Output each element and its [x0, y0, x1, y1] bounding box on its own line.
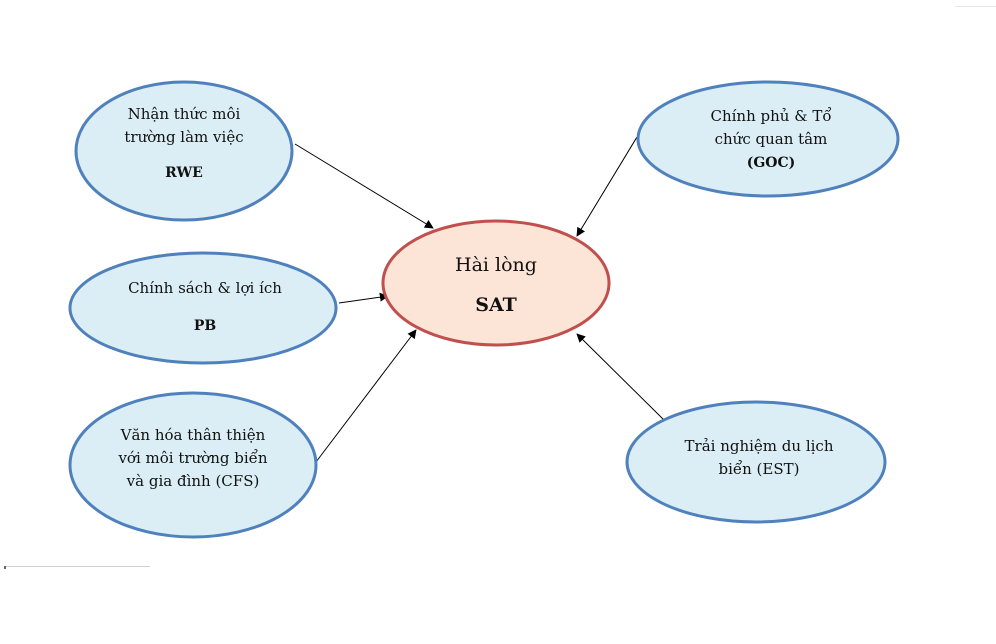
node-cfs-label-line: với môi trường biển [117, 449, 267, 467]
footnote-marker [4, 566, 6, 569]
arrow-goc-to-center [576, 136, 638, 237]
node-goc: Chính phủ & Tổ chức quan tâm (GOC) [636, 80, 900, 198]
arrow-cfs-to-center [315, 329, 417, 463]
node-cfs: Văn hóa thân thiện với môi trường biển và … [68, 391, 318, 539]
node-goc-label-line: chức quan tâm [715, 130, 828, 148]
node-center-label: Hài lòng [455, 254, 537, 276]
node-cfs-label-line: Văn hóa thân thiện [120, 426, 266, 444]
arrow-rwe-to-center [294, 143, 434, 229]
node-pb-code: PB [194, 318, 217, 334]
node-goc-code: (GOC) [747, 155, 796, 171]
footnote-separator [6, 566, 150, 567]
node-cfs-label-line: và gia đình (CFS) [126, 472, 260, 490]
node-est-label-line: Trải nghiệm du lịch [685, 437, 834, 455]
edges-layer [294, 136, 665, 463]
arrow-pb-to-center [338, 292, 389, 304]
arrow-est-to-center [576, 333, 665, 421]
node-rwe-label-line: Nhận thức môi [128, 105, 241, 123]
node-est-ellipse [625, 400, 887, 524]
node-rwe-ellipse [74, 80, 294, 222]
node-pb-label-line: Chính sách & lợi ích [128, 279, 282, 297]
node-center-code: SAT [475, 294, 517, 316]
node-cfs-ellipse [68, 391, 318, 539]
node-pb-ellipse [68, 251, 338, 365]
node-est: Trải nghiệm du lịch biển (EST) [625, 400, 887, 524]
node-est-label-line: biển (EST) [719, 460, 800, 478]
page-edge-line [955, 6, 996, 7]
node-rwe-label-line: trường làm việc [124, 128, 243, 146]
node-rwe-code: RWE [165, 165, 203, 181]
node-goc-label-line: Chính phủ & Tổ [710, 107, 831, 125]
node-goc-ellipse [636, 80, 900, 198]
node-center-ellipse [381, 219, 611, 347]
